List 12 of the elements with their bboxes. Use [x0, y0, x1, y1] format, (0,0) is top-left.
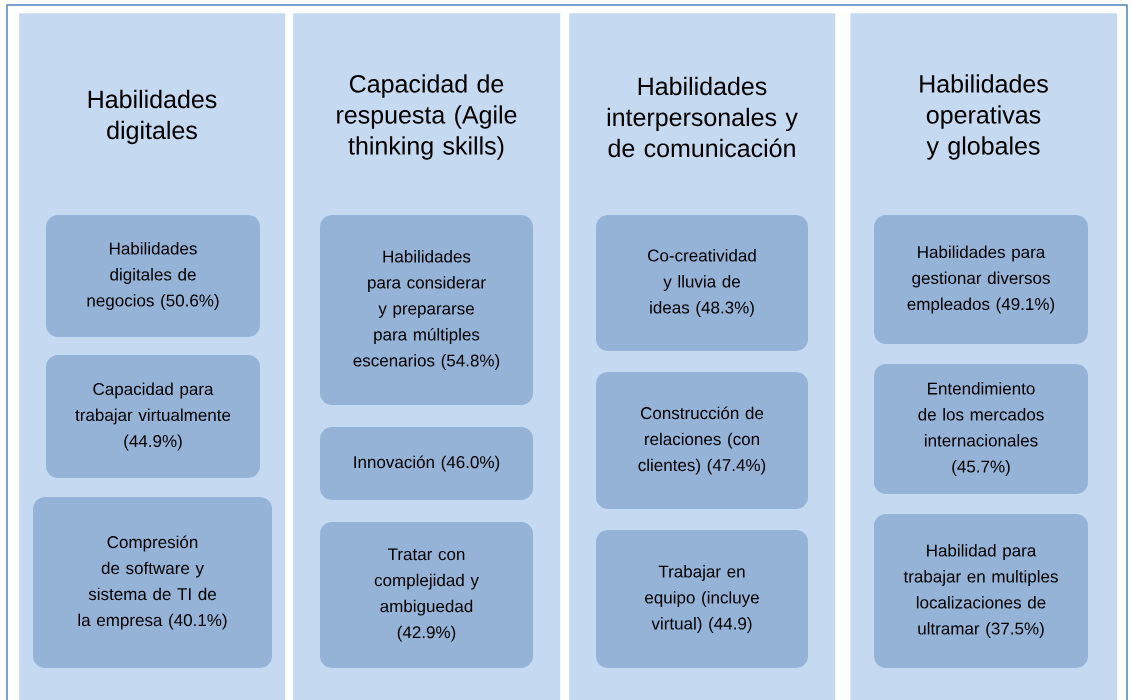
- skill-box: Co-creatividad y lluvia de ideas (48.3%): [596, 215, 808, 351]
- skill-box: Habilidades digitales de negocios (50.6%): [46, 215, 260, 337]
- skill-box: Habilidad para trabajar en multiples localizaciones de ultramar (37.5%): [874, 514, 1088, 668]
- skill-box: Construcción de relaciones (con clientes) (47.4%): [596, 372, 808, 509]
- skill-box: Tratar con complejidad y ambiguedad (42.9%): [320, 522, 533, 668]
- skill-box: Compresión de software y sistema de TI de la empresa (40.1%): [33, 497, 272, 668]
- skill-box: Habilidades para gestionar diversos empleados (49.1%): [874, 215, 1088, 344]
- skill-box: Habilidades para considerar y prepararse para múltiples escenarios (54.8%): [320, 215, 533, 405]
- skill-box: Trabajar en equipo (incluye virtual) (44.9): [596, 530, 808, 668]
- skill-box: Entendimiento de los mercados internacionales (45.7%): [874, 364, 1088, 494]
- skill-box: Capacidad para trabajar virtualmente (44.9%): [46, 355, 260, 478]
- skill-box: Innovación (46.0%): [320, 427, 533, 500]
